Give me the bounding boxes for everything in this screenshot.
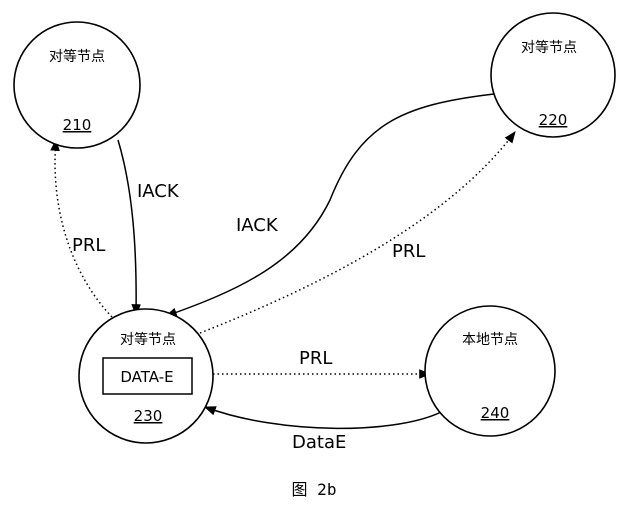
node-230-id: 230 (134, 407, 163, 425)
node-230-title: 对等节点 (120, 331, 176, 348)
node-240-title: 本地节点 (462, 332, 518, 348)
data-e-box (102, 357, 193, 395)
edge-label-prl-230-220: PRL (392, 241, 425, 262)
node-210-id: 210 (63, 116, 92, 134)
figure-caption: 图 2b (292, 480, 337, 499)
node-220-circle (490, 12, 616, 138)
node-240-circle (424, 305, 556, 437)
node-210-title: 对等节点 (49, 48, 105, 65)
node-220-id: 220 (539, 111, 568, 129)
edge-label-prl-230-240: PRL (299, 348, 332, 369)
edge-label-iack-220-230: IACK (236, 215, 279, 236)
edge-220-to-230-iack (164, 93, 495, 317)
edge-230-to-210-prl (50, 138, 113, 318)
node-210-circle (13, 21, 141, 149)
node-240: 本地节点 240 (424, 305, 556, 437)
edge-210-to-230-iack (117, 139, 141, 317)
edge-label-prl-230-210: PRL (72, 235, 105, 256)
node-210: 对等节点 210 (13, 21, 141, 149)
node-220-title: 对等节点 (521, 39, 577, 56)
edge-240-to-230-datae (203, 406, 446, 430)
data-e-box-label: DATA-E (120, 368, 173, 386)
node-240-id: 240 (481, 404, 510, 422)
edge-230-to-220-prl (199, 131, 516, 334)
edge-label-iack-210-230: IACK (137, 181, 180, 202)
edge-label-datae-240-230: DataE (292, 432, 346, 453)
node-220: 对等节点 220 (490, 12, 616, 138)
node-230: 对等节点 DATA-E 230 (78, 308, 214, 444)
